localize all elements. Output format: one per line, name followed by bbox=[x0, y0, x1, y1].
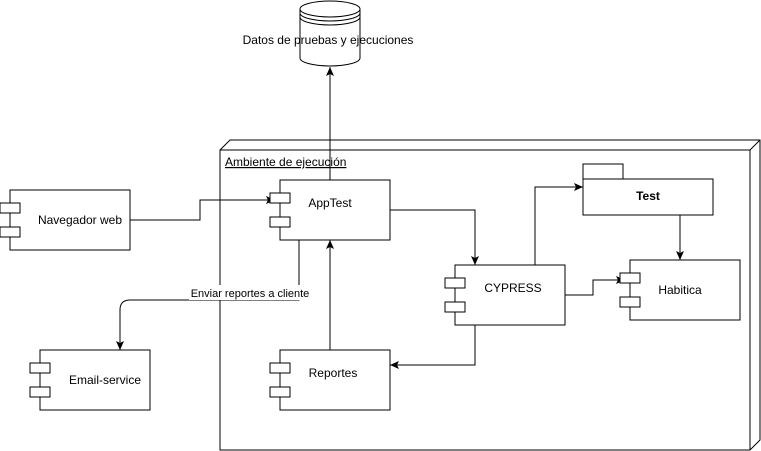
edge-label-bg bbox=[189, 285, 312, 300]
component-reportes bbox=[269, 349, 391, 411]
cypress-to-reportes-arrow bbox=[390, 325, 476, 369]
edge-label: Enviar reportes a cliente bbox=[191, 288, 310, 300]
component-habitica-label: Habitica bbox=[658, 283, 702, 297]
package-test bbox=[582, 163, 714, 216]
database-label: Datos de pruebas y ejecuciones bbox=[243, 33, 414, 47]
navegador-to-apptest-arrow bbox=[130, 196, 275, 221]
cypress-to-test-arrow bbox=[534, 183, 583, 265]
cypress-to-habitica-arrow bbox=[565, 276, 625, 296]
package-test-label: Test bbox=[636, 189, 660, 203]
component-apptest bbox=[269, 179, 391, 241]
apptest-to-email-arrow bbox=[116, 240, 300, 350]
component-navegador bbox=[0, 189, 131, 251]
apptest-to-cypress-arrow bbox=[390, 209, 479, 265]
connectors bbox=[116, 67, 684, 369]
component-email-label: Email-service bbox=[69, 373, 141, 387]
component-reportes-label: Reportes bbox=[309, 366, 358, 380]
database-icon bbox=[299, 0, 361, 67]
component-cypress bbox=[444, 264, 566, 326]
component-habitica bbox=[619, 259, 741, 321]
component-navegador-label: Navegador web bbox=[38, 213, 122, 227]
component-email bbox=[29, 349, 151, 411]
component-cypress-label: CYPRESS bbox=[484, 281, 541, 295]
node-label: Ambiente de ejecución bbox=[225, 155, 346, 169]
component-apptest-label: AppTest bbox=[308, 196, 352, 210]
